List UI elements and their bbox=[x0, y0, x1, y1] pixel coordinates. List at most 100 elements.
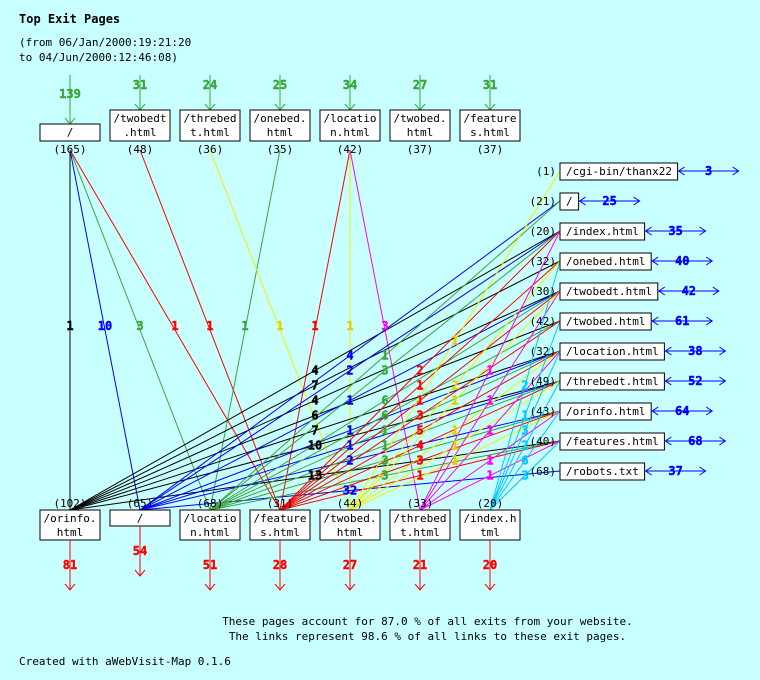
link-count-label: 1 bbox=[346, 394, 353, 408]
exit-count: 21 bbox=[413, 558, 427, 572]
link-count-label: 4 bbox=[416, 439, 423, 453]
page-count: (165) bbox=[53, 143, 86, 156]
link-count-label: 1 bbox=[346, 319, 353, 333]
link-count-label: 3 bbox=[521, 469, 528, 483]
side-arrow-right-head-icon bbox=[705, 316, 714, 326]
link-count-label: 6 bbox=[311, 409, 318, 423]
referrer-count: (49) bbox=[530, 375, 557, 388]
side-arrow-right-head-icon bbox=[705, 256, 714, 266]
link-count-label: 4 bbox=[311, 364, 318, 378]
page-title: Top Exit Pages bbox=[19, 12, 121, 26]
page-count: (35) bbox=[267, 143, 294, 156]
exit-arrow-head-icon bbox=[274, 583, 286, 591]
link-line bbox=[139, 350, 561, 511]
link-count-label: 7 bbox=[311, 424, 318, 438]
link-line bbox=[139, 470, 561, 511]
exit-count: 28 bbox=[273, 558, 287, 572]
side-arrow-left-head-icon bbox=[651, 316, 659, 326]
link-count-label: 1 bbox=[486, 454, 493, 468]
link-count-label: 1 bbox=[451, 394, 458, 408]
referrer-box bbox=[559, 252, 652, 271]
exit-page-box bbox=[249, 509, 311, 541]
entry-count: 139 bbox=[59, 87, 81, 101]
exit-page-box-label: /orinfo. bbox=[44, 512, 97, 525]
link-line bbox=[279, 290, 561, 511]
side-count: 52 bbox=[688, 374, 702, 388]
exit-page-box-label: html bbox=[337, 526, 364, 539]
link-count-label: 1 bbox=[451, 424, 458, 438]
exit-arrow-head-icon bbox=[204, 583, 216, 591]
link-line bbox=[279, 440, 561, 511]
link-line bbox=[349, 170, 561, 511]
referrer-box bbox=[559, 282, 659, 301]
side-arrow-right-head-icon bbox=[719, 376, 727, 386]
link-count-label: 13 bbox=[308, 469, 322, 483]
link-count-label: 4 bbox=[346, 349, 353, 363]
link-line bbox=[419, 290, 561, 511]
page-box-label: /locatio bbox=[324, 112, 377, 125]
page-box-label: s.html bbox=[470, 126, 510, 139]
referrer-count: (68) bbox=[530, 465, 557, 478]
referrer-box bbox=[559, 432, 665, 451]
side-arrow-left-head-icon bbox=[644, 466, 652, 476]
page-box-label: /feature bbox=[464, 112, 517, 125]
entry-count: 27 bbox=[413, 78, 427, 92]
link-count-label: 2 bbox=[451, 379, 458, 393]
side-arrow-right-head-icon bbox=[699, 226, 707, 236]
exit-arrow-head-icon bbox=[134, 569, 146, 577]
referrer-count: (40) bbox=[530, 435, 557, 448]
side-arrow-left-head-icon bbox=[644, 226, 652, 236]
link-line bbox=[209, 380, 561, 511]
link-count-label: 1 bbox=[276, 319, 283, 333]
link-line bbox=[279, 230, 561, 511]
referrer-label: /twobedt.html bbox=[566, 285, 652, 298]
page-box bbox=[109, 109, 171, 142]
page-count: (37) bbox=[407, 143, 434, 156]
link-count-label: 1 bbox=[346, 439, 353, 453]
side-arrow-left-head-icon bbox=[651, 406, 659, 416]
page-box bbox=[389, 109, 451, 142]
link-line bbox=[349, 290, 561, 511]
referrer-count: (21) bbox=[530, 195, 557, 208]
exit-page-count: (44) bbox=[337, 497, 364, 510]
link-count-label: 1 bbox=[416, 394, 423, 408]
referrer-label: /location.html bbox=[566, 345, 659, 358]
referrer-count: (20) bbox=[530, 225, 557, 238]
link-line bbox=[349, 350, 561, 511]
link-count-label: 1 bbox=[486, 364, 493, 378]
link-line bbox=[419, 440, 561, 511]
referrer-box bbox=[559, 222, 646, 241]
range-from: (from 06/Jan/2000:19:21:20 bbox=[19, 36, 192, 49]
link-line bbox=[279, 380, 561, 511]
side-arrow-left-head-icon bbox=[578, 196, 586, 206]
link-count-label: 1 bbox=[206, 319, 213, 333]
link-count-label: 1 bbox=[311, 319, 318, 333]
date-range: (from 06/Jan/2000:19:21:20 to 04/Jun/200… bbox=[19, 35, 191, 65]
side-arrow-left-head-icon bbox=[657, 286, 666, 296]
referrer-label: /onebed.html bbox=[566, 255, 645, 268]
link-count-label: 3 bbox=[381, 319, 388, 333]
link-line bbox=[69, 350, 561, 511]
entry-count: 31 bbox=[483, 78, 497, 92]
referrer-box bbox=[559, 462, 646, 481]
link-line bbox=[419, 410, 561, 511]
page-box bbox=[319, 109, 381, 142]
side-arrow-left-head-icon bbox=[664, 346, 672, 356]
referrer-box bbox=[559, 372, 665, 391]
link-count-label: 1 bbox=[381, 349, 388, 363]
exit-arrow-head-icon bbox=[64, 583, 76, 591]
page-box-label: html bbox=[407, 126, 434, 139]
link-count-label: 3 bbox=[521, 424, 528, 438]
side-count: 64 bbox=[675, 404, 689, 418]
link-line bbox=[419, 350, 561, 511]
summary: These pages account for 87.0 % of all ex… bbox=[0, 614, 760, 644]
link-count-label: 6 bbox=[381, 394, 388, 408]
link-line bbox=[489, 440, 561, 511]
referrer-label: /robots.txt bbox=[566, 465, 639, 478]
link-count-label: 10 bbox=[98, 319, 112, 333]
entry-count: 34 bbox=[343, 78, 357, 92]
link-line bbox=[209, 290, 561, 511]
link-count-label: 1 bbox=[381, 424, 388, 438]
referrer-box bbox=[559, 402, 652, 421]
